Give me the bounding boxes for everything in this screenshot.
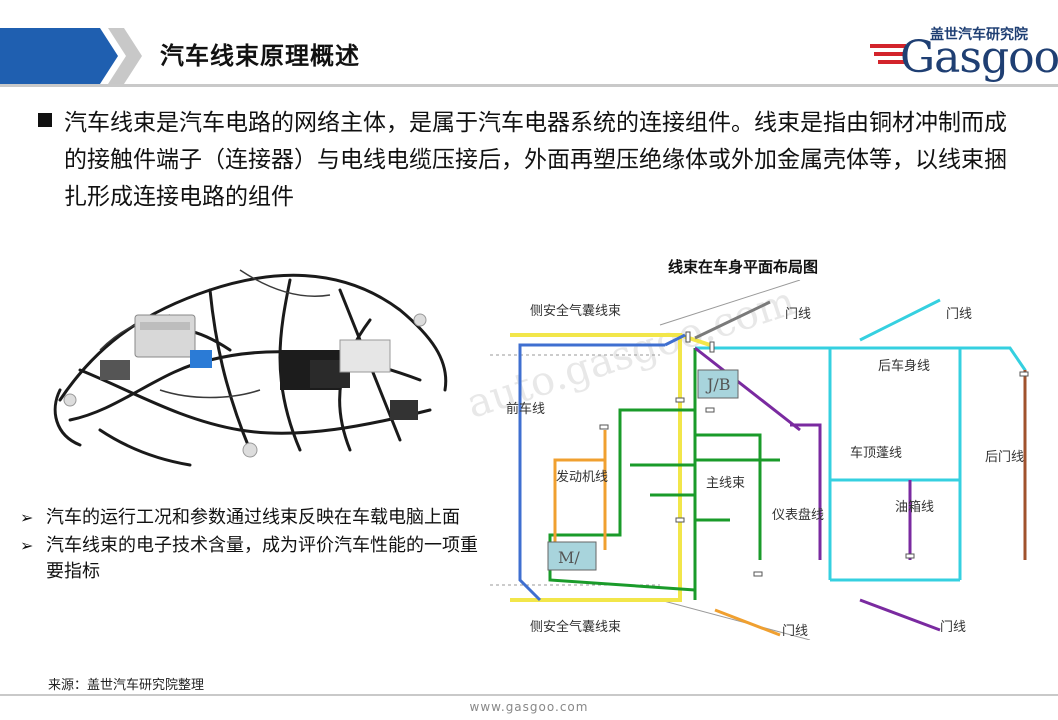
label-fuel-tank: 油箱线 xyxy=(895,500,935,515)
label-rear-body: 后车身线 xyxy=(878,359,931,374)
intro-text: 汽车线束是汽车电路的网络主体，是属于汽车电器系统的连接组件。线束是指由铜材冲制而… xyxy=(64,110,1007,210)
key-points-list: ➢ 汽车的运行工况和参数通过线束反映在车载电脑上面 ➢ 汽车线束的电子技术含量，… xyxy=(20,505,480,587)
logo-chinese-text: 盖世汽车研究院 xyxy=(930,27,1028,43)
label-front: 前车线 xyxy=(506,402,546,417)
label-engine: 发动机线 xyxy=(556,470,609,485)
arrow-bullet-icon: ➢ xyxy=(20,508,34,527)
list-item: ➢ 汽车的运行工况和参数通过线束反映在车载电脑上面 xyxy=(20,505,480,531)
header-chevron-bar xyxy=(0,28,142,84)
label-jb: J/B xyxy=(707,375,731,394)
logo-stripes-icon xyxy=(870,44,906,64)
label-door-bottom-right: 门线 xyxy=(940,620,967,635)
label-roof: 车顶蓬线 xyxy=(850,446,903,461)
harness-layout-diagram xyxy=(490,280,1029,640)
label-door-top-right: 门线 xyxy=(946,307,973,322)
label-m: M/ xyxy=(558,548,580,567)
label-rear-door: 后门线 xyxy=(985,450,1025,465)
label-main: 主线束 xyxy=(706,476,746,491)
arrow-bullet-icon: ➢ xyxy=(20,536,34,555)
label-door-top-left: 门线 xyxy=(785,307,812,322)
label-side-airbag-bottom: 侧安全气囊线束 xyxy=(530,620,622,635)
intro-paragraph: 汽车线束是汽车电路的网络主体，是属于汽车电器系统的连接组件。线束是指由铜材冲制而… xyxy=(38,105,1028,216)
header-divider xyxy=(0,84,1058,87)
list-item: ➢ 汽车线束的电子技术含量，成为评价汽车性能的一项重要指标 xyxy=(20,533,480,585)
wire-harness-photo xyxy=(53,269,448,467)
header: 汽车线束原理概述 盖世汽车研究院 Gasgoo xyxy=(0,0,1058,88)
label-dashboard: 仪表盘线 xyxy=(772,508,825,523)
footer-url: www.gasgoo.com xyxy=(469,700,589,714)
label-side-airbag-top: 侧安全气囊线束 xyxy=(530,304,622,319)
diagram-title: 线束在车身平面布局图 xyxy=(668,258,819,276)
point-text: 汽车线束的电子技术含量，成为评价汽车性能的一项重要指标 xyxy=(46,535,478,582)
label-door-bottom-left: 门线 xyxy=(782,624,809,639)
square-bullet-icon xyxy=(38,113,52,127)
page-title: 汽车线束原理概述 xyxy=(160,42,360,70)
footer-divider xyxy=(0,694,1058,696)
source-note: 来源：盖世汽车研究院整理 xyxy=(48,678,205,693)
logo-brand-text: Gasgoo xyxy=(900,32,1058,83)
point-text: 汽车的运行工况和参数通过线束反映在车载电脑上面 xyxy=(46,507,460,528)
